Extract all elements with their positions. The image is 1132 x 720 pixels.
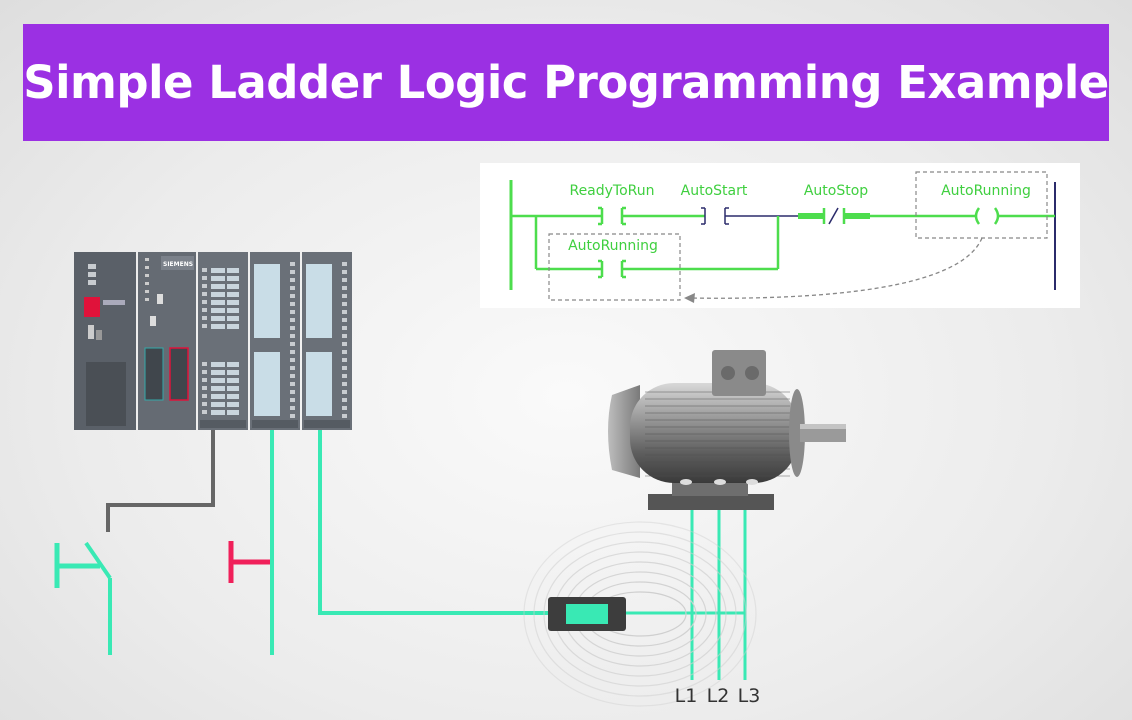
motor-housing bbox=[630, 383, 798, 483]
proximity-sensor bbox=[523, 521, 757, 707]
power-switch bbox=[84, 297, 100, 317]
plc-rack: SIEMENS bbox=[74, 252, 352, 430]
coil-autorunning-label: AutoRunning bbox=[941, 183, 1031, 199]
motor-terminal-box bbox=[712, 350, 766, 396]
sensor-wave-ring bbox=[523, 521, 757, 707]
contact-ready-to-run: ReadyToRun bbox=[569, 183, 655, 226]
start-pushbutton bbox=[54, 541, 112, 655]
wire-start-button bbox=[106, 430, 215, 532]
motor-fan-cover bbox=[608, 385, 640, 478]
wire-sensor bbox=[318, 430, 552, 615]
contact-seal-label: AutoRunning bbox=[568, 238, 658, 254]
plc-brand-label: SIEMENS bbox=[163, 261, 193, 268]
sensor-wave-ring bbox=[543, 541, 737, 687]
electric-motor bbox=[608, 350, 846, 510]
io-module bbox=[302, 252, 352, 430]
plc-io-modules bbox=[198, 252, 352, 430]
ladder-diagram-panel bbox=[480, 163, 1080, 308]
sensor-indicator bbox=[566, 604, 608, 624]
page-title: Simple Ladder Logic Programming Example bbox=[23, 56, 1109, 109]
feedback-arrow bbox=[689, 237, 983, 299]
contact-auto-stop: AutoStop bbox=[798, 183, 870, 225]
stop-pushbutton bbox=[228, 541, 270, 583]
phase-label-l1: L1 bbox=[675, 685, 698, 707]
field-wiring bbox=[106, 430, 747, 680]
phase-label-l3: L3 bbox=[738, 685, 761, 707]
motor-base bbox=[648, 494, 774, 510]
ladder-diagram: ReadyToRun AutoStart AutoStop AutoRunnin… bbox=[509, 171, 1056, 303]
contact-auto-running-seal: AutoRunning bbox=[548, 233, 681, 301]
motor-cooling-fins bbox=[645, 391, 790, 477]
io-module bbox=[250, 252, 300, 430]
io-module bbox=[198, 252, 248, 430]
contact-auto-start: AutoStart bbox=[681, 183, 748, 225]
contact-autostart-label: AutoStart bbox=[681, 183, 748, 199]
feedback-arrow-head bbox=[684, 293, 695, 303]
contact-ready-label: ReadyToRun bbox=[569, 183, 654, 199]
title-banner: Simple Ladder Logic Programming Example bbox=[23, 24, 1109, 141]
coil-auto-running: AutoRunning bbox=[915, 171, 1048, 239]
plc-cpu bbox=[138, 252, 196, 430]
contact-autostop-label: AutoStop bbox=[804, 183, 868, 199]
sensor-wave-ring bbox=[533, 531, 747, 697]
phase-label-l2: L2 bbox=[707, 685, 730, 707]
